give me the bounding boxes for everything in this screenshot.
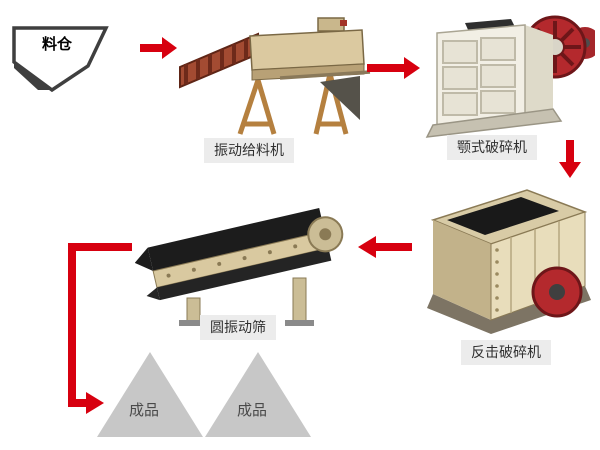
product-triangle-left [97, 352, 203, 437]
finished-product-label-right: 成品 [237, 402, 268, 419]
vibrating-screen-label: 圆振动筛 [200, 315, 276, 340]
arrow-jaw-to-impact [559, 140, 581, 178]
impact-crusher-illustration [427, 189, 591, 334]
arrow-silo-to-feeder [140, 37, 177, 59]
impact-wheel [531, 266, 583, 318]
screen-foot-left [179, 320, 208, 326]
vibrating-screen-illustration [135, 207, 344, 326]
product-triangle-right [205, 352, 311, 437]
feeder-chute [320, 76, 360, 120]
jaw-crusher-label: 颚式破碎机 [447, 135, 537, 160]
jaw-base [425, 108, 563, 138]
vibrating-feeder-illustration [179, 17, 371, 135]
jaw-side-face [525, 25, 553, 117]
jaw-crusher-illustration [425, 15, 595, 138]
feeder-body [249, 17, 371, 81]
impact-feed-inlet [447, 197, 559, 235]
impact-base [427, 286, 591, 334]
silo-label: 料仓 [42, 36, 73, 53]
silo-icon [12, 26, 109, 93]
arrow-screen-to-product [68, 243, 132, 414]
screen-decks [135, 207, 344, 301]
impact-left-face [433, 220, 491, 320]
arrow-impact-to-screen [358, 236, 412, 258]
vibrating-feeder-label: 振动给料机 [204, 138, 294, 163]
finished-product-label-left: 成品 [129, 402, 160, 419]
screen-foot-right [285, 320, 314, 326]
arrow-feeder-to-jaw [367, 57, 420, 79]
jaw-front-face [436, 24, 526, 126]
impact-crusher-label: 反击破碎机 [461, 340, 551, 365]
